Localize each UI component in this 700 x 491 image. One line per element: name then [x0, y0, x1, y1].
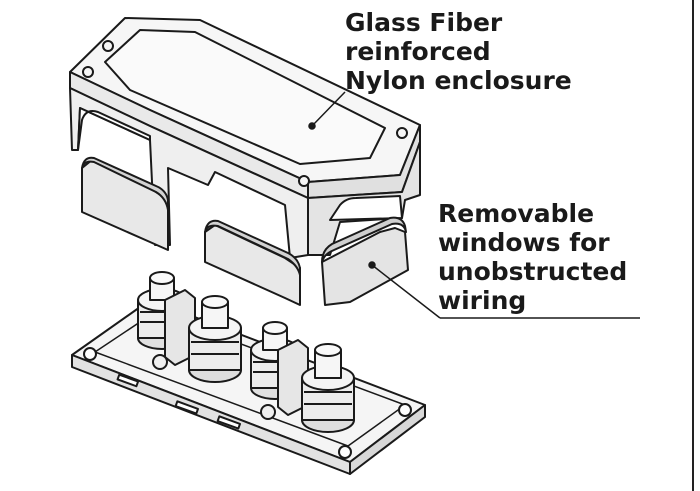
removable-windows — [81, 156, 409, 306]
callout-label-line: Nylon enclosure — [345, 66, 572, 95]
terminal-studs — [137, 271, 355, 433]
enclosure-lid-panel — [104, 29, 386, 165]
lid-screw-hole — [82, 66, 94, 78]
callout-label-line: Glass Fiber — [345, 8, 503, 37]
callout-label-line: unobstructed — [438, 257, 628, 286]
removable-window-right — [321, 227, 409, 306]
base-plate-right — [349, 404, 426, 475]
base-slot — [116, 373, 140, 388]
lid-screw-hole — [102, 40, 114, 52]
base-screw-hole — [398, 403, 412, 417]
callout-label-windows: Removable windows for unobstructed wirin… — [438, 199, 627, 315]
base-screw-hole — [83, 347, 97, 361]
small-terminal-screw — [152, 354, 168, 370]
callout-label-line: reinforced — [345, 37, 491, 66]
callout-label-line: Removable — [438, 199, 595, 228]
base-screw-hole — [338, 445, 352, 459]
enclosure-window-opening — [77, 107, 151, 151]
leader-line-windows — [371, 264, 441, 319]
enclosure-window-opening — [329, 195, 403, 221]
lid-screw-hole — [298, 175, 310, 187]
callout-leaders — [308, 91, 640, 319]
removable-window-left-edge — [81, 156, 169, 211]
lid-screw-hole — [396, 127, 408, 139]
terminal-stud-group-4 — [301, 343, 355, 433]
removable-window-right-edge — [321, 216, 407, 263]
callout-label-enclosure: Glass Fiber reinforced Nylon enclosure — [345, 8, 572, 95]
leader-dot-windows — [368, 261, 376, 269]
base-slot — [216, 415, 242, 430]
leader-line-enclosure — [311, 91, 346, 127]
callout-label-line: wiring — [438, 286, 527, 315]
callout-label-line: windows for — [438, 228, 610, 257]
page-border-right — [692, 0, 694, 491]
base-plate — [71, 299, 426, 475]
nylon-enclosure — [69, 17, 421, 259]
small-terminal-screw — [260, 404, 276, 420]
base-slot — [174, 400, 200, 415]
terminal-stud-group-2 — [188, 295, 242, 383]
removable-window-center-edge — [204, 219, 301, 276]
leader-dot-enclosure — [308, 122, 316, 130]
